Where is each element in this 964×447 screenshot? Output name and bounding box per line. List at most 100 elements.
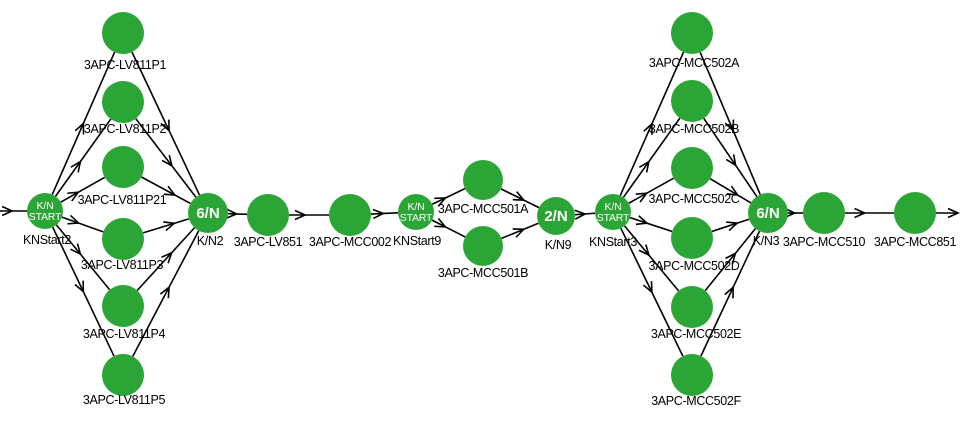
arrowhead-icon [635,192,649,203]
edge-knstart9-mcc501a [431,187,466,207]
edge-lv811p5-kn2 [132,230,200,357]
arrowhead-icon [70,243,82,256]
edge-kn3-mcc510 [784,207,803,219]
node-lv811p2[interactable] [102,81,144,123]
node-circle[interactable] [463,226,503,266]
node-circle[interactable] [894,192,936,234]
node-label-mcc851: 3APC-MCC851 [874,235,957,249]
node-inner-text: START [400,212,433,224]
edge-mcc502b-kn3 [703,117,758,197]
arrowhead-icon [1,205,15,217]
node-label-knstart3: KNStart3 [589,235,637,249]
node-kn2[interactable]: 6/N [188,193,228,233]
node-label-mcc002: 3APC-MCC002 [309,235,392,249]
edge-line [704,228,757,292]
node-mcc501a[interactable] [463,160,503,200]
edge-knstart2-lv811p21 [60,176,106,203]
node-mcc501b[interactable] [463,226,503,266]
edge-line [622,117,681,198]
node-lv851[interactable] [247,194,289,236]
node-circle[interactable] [595,194,631,230]
node-mcc502d[interactable] [671,217,713,259]
node-circle[interactable] [671,354,713,396]
node-lv811p5[interactable] [102,354,144,396]
node-lv811p21[interactable] [102,146,144,188]
node-label-lv811p21: 3APC-LV811P21 [78,193,167,207]
node-circle[interactable] [102,218,144,260]
edge-lv811p2-kn2 [135,118,197,198]
node-circle[interactable] [102,12,144,54]
node-circle[interactable] [463,160,503,200]
node-label-mcc501b: 3APC-MCC501B [438,266,528,280]
edge-mcc002-knstart9 [370,208,399,220]
node-label-kn3: K/N3 [753,234,780,248]
node-lv811p1[interactable] [102,12,144,54]
node-circle[interactable] [748,193,788,233]
node-mcc502e[interactable] [671,286,713,328]
node-mcc502b[interactable] [671,80,713,122]
node-kn9[interactable]: 2/N [537,197,575,235]
node-inner-text: K/N [408,201,425,213]
node-circle[interactable] [671,80,713,122]
edge-inlet-knstart2 [0,205,27,217]
node-kn3[interactable]: 6/N [748,193,788,233]
arrowhead-icon [784,207,797,219]
edge-knstart2-lv811p5 [52,226,115,357]
node-mcc002[interactable] [329,194,371,236]
node-circle[interactable] [188,193,228,233]
edge-mcc510-mcc851 [845,207,894,219]
node-mcc510[interactable] [803,192,845,234]
node-label-mcc510: 3APC-MCC510 [783,235,866,249]
node-circle[interactable] [329,194,371,236]
node-mcc502a[interactable] [671,12,713,54]
arrowhead-icon [724,119,735,133]
arrowhead-icon [574,209,587,220]
edge-lv851-mcc002 [289,209,329,221]
edge-knstart3-mcc502f [620,227,684,357]
arrowhead-icon [725,251,737,265]
node-circle[interactable] [102,81,144,123]
label-layer: KNStart23APC-LV811P13APC-LV811P23APC-LV8… [23,56,957,408]
node-circle[interactable] [102,285,144,327]
node-lv811p4[interactable] [102,285,144,327]
node-label-mcc502c: 3APC-MCC502C [649,192,740,206]
node-circle[interactable] [671,286,713,328]
edge-mcc851-outlet [936,207,960,219]
arrowhead-icon [159,285,170,299]
edge-line [55,224,111,291]
node-mcc502f[interactable] [671,354,713,396]
node-mcc502c[interactable] [671,147,713,189]
node-circle[interactable] [803,192,845,234]
node-circle[interactable] [671,12,713,54]
node-label-lv851: 3APC-LV851 [234,235,303,249]
node-label-lv811p1: 3APC-LV811P1 [84,58,167,72]
edge-kn2-lv851 [226,208,248,219]
edge-lv811p1-kn2 [131,51,201,196]
node-circle[interactable] [102,354,144,396]
node-circle[interactable] [247,194,289,236]
node-circle[interactable] [671,217,713,259]
node-label-knstart2: KNStart2 [23,233,71,247]
arrowhead-icon [725,154,737,167]
node-circle[interactable] [102,146,144,188]
node-lv811p3[interactable] [102,218,144,260]
arrowhead-icon [512,228,526,238]
edge-knstart3-mcc502e [623,225,680,292]
node-inner-text: K/N [37,200,54,212]
arrowhead-icon [74,280,85,294]
node-circle[interactable] [398,194,434,230]
edge-line [431,187,466,205]
edge-knstart3-mcc502a [619,51,685,196]
node-mcc851[interactable] [894,192,936,234]
edge-mcc502a-kn3 [699,52,761,195]
edge-line [703,117,758,197]
node-circle[interactable] [537,197,575,235]
arrowhead-icon [434,197,448,207]
node-label-mcc502e: 3APC-MCC502E [651,327,741,341]
edge-line [709,178,752,204]
node-circle[interactable] [671,147,713,189]
node-circle[interactable] [27,193,63,229]
